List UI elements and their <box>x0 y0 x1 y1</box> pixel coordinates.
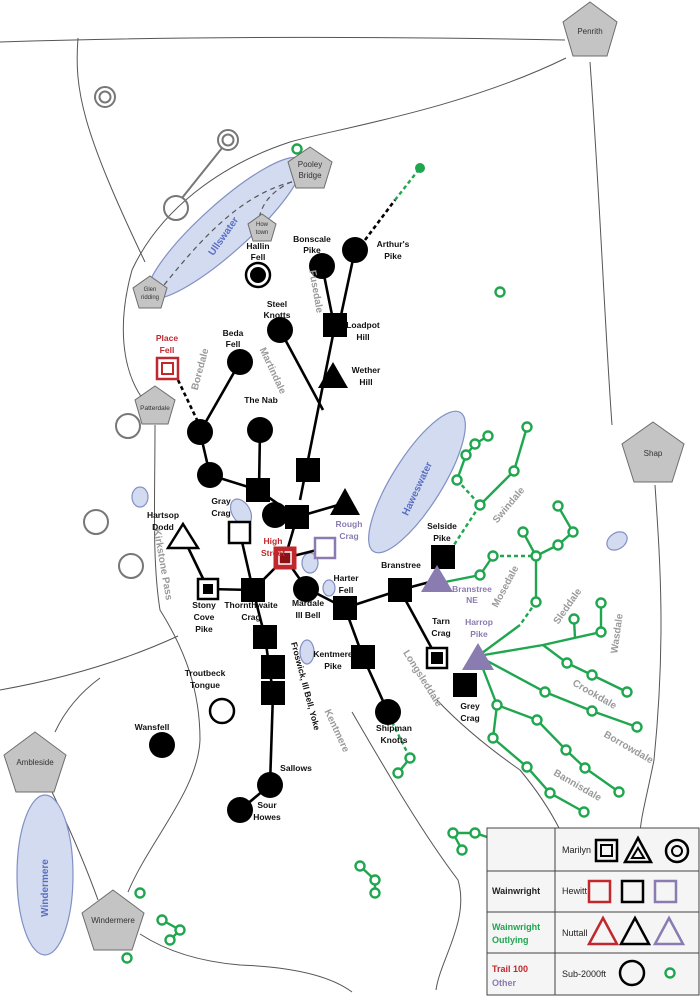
outlying-network <box>121 143 643 964</box>
grey-tops <box>83 86 239 579</box>
svg-text:town: town <box>256 230 269 236</box>
legend-wainwright: Wainwright <box>492 886 540 896</box>
label-wansfell: Wansfell <box>135 722 170 732</box>
svg-text:Bridge: Bridge <box>298 171 322 180</box>
svg-text:Swindale: Swindale <box>491 485 528 526</box>
svg-text:Ambleside: Ambleside <box>16 758 54 767</box>
svg-text:Pooley: Pooley <box>298 160 322 169</box>
lake-haweswater <box>368 410 466 554</box>
label-branstree: Branstree <box>381 560 421 570</box>
town-pooley-bridge <box>287 146 333 189</box>
legend-trail100: Trail 100 <box>492 964 528 974</box>
svg-text:Sleddale: Sleddale <box>552 586 585 626</box>
svg-text:Borrowdale: Borrowdale <box>602 729 656 766</box>
svg-text:Mosedale: Mosedale <box>490 564 521 610</box>
legend-nuttall: Nuttall <box>562 928 588 938</box>
svg-text:Kirkstone Pass: Kirkstone Pass <box>151 528 174 602</box>
lake-windermere <box>16 794 74 956</box>
svg-text:Glen: Glen <box>144 287 157 293</box>
town-windermere <box>81 889 145 951</box>
fell-markers <box>149 237 494 823</box>
label-the-nab: The Nab <box>244 395 278 405</box>
legend-sub2000: Sub-2000ft <box>562 969 607 979</box>
svg-text:Shap: Shap <box>644 449 663 458</box>
legend-hewitt: Hewitt <box>562 886 588 896</box>
roads <box>0 36 662 993</box>
lakes: Ullswater Haweswater Windermere <box>16 156 628 956</box>
svg-text:Patterdale: Patterdale <box>140 405 170 412</box>
svg-text:Kentmere: Kentmere <box>322 708 352 755</box>
label-windermere-lake: Windermere <box>40 859 51 917</box>
town-glenridding <box>132 275 168 309</box>
legend-other: Other <box>492 978 517 988</box>
svg-text:How: How <box>256 222 269 228</box>
svg-text:Windermere: Windermere <box>91 916 135 925</box>
svg-text:Martindale: Martindale <box>257 346 288 396</box>
town-patterdale <box>134 385 176 425</box>
svg-text:Penrith: Penrith <box>577 27 602 36</box>
town-howtown <box>247 213 277 242</box>
town-ambleside <box>3 731 67 793</box>
legend-marilyn: Marilyn <box>562 845 591 855</box>
town-shap <box>621 421 685 483</box>
label-sallows: Sallows <box>280 763 312 773</box>
svg-text:ridding: ridding <box>141 295 159 301</box>
svg-text:Boredale: Boredale <box>190 347 212 392</box>
svg-text:Wasdale: Wasdale <box>609 613 626 655</box>
town-penrith <box>562 1 618 57</box>
